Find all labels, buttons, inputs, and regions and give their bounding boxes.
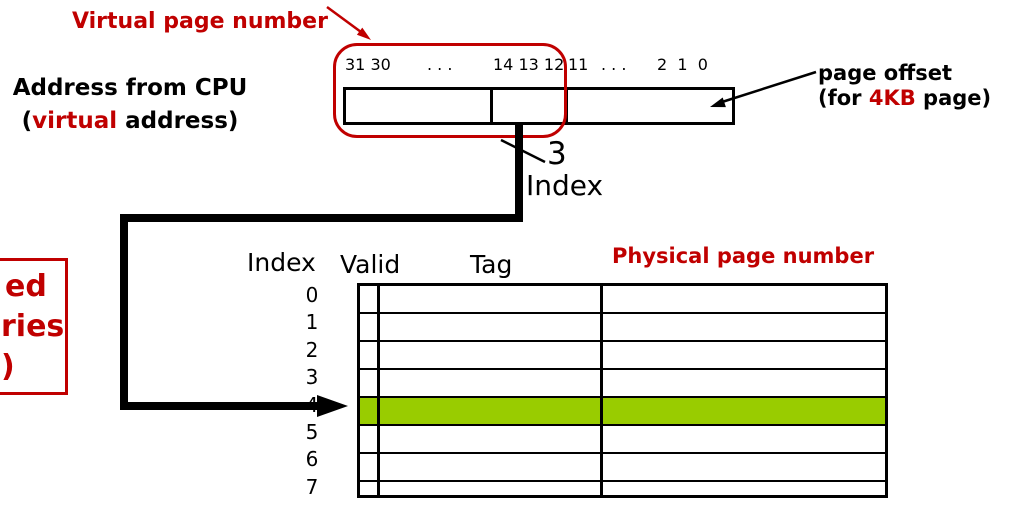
field-divider-high — [490, 90, 493, 122]
tag-cell — [380, 314, 603, 340]
cpu-address-line1: Address from CPU — [12, 75, 248, 101]
row-index-label-2: 2 — [305, 337, 319, 362]
cpu-address-caption: Address from CPU (virtual address) — [8, 72, 252, 138]
page-size-emph: 4KB — [868, 86, 916, 110]
tag-cell — [380, 286, 603, 312]
table-header-valid: Valid — [340, 250, 401, 279]
row-index-label-7: 7 — [305, 474, 319, 499]
tag-cell — [380, 482, 603, 495]
cpu-address-line2: (virtual address) — [21, 108, 239, 134]
valid-cell — [360, 370, 380, 396]
row-index-label-0: 0 — [305, 283, 319, 307]
tag-cell — [380, 454, 603, 480]
row-index-label-5: 5 — [305, 420, 319, 444]
table-header-physical-page-number: Physical page number — [612, 244, 875, 268]
page-table — [357, 283, 888, 498]
ppn-cell — [603, 454, 885, 480]
clipped-note-line2: ries — [1, 309, 65, 344]
vpn-highlight-outline — [333, 43, 567, 138]
clipped-note-line1: ed — [5, 269, 47, 304]
virtual-emph: virtual — [32, 108, 118, 134]
tag-cell — [380, 370, 603, 396]
index-tap-label: Index — [526, 169, 604, 202]
valid-cell — [360, 286, 380, 312]
tag-cell — [380, 398, 603, 424]
page-table-row-7 — [360, 482, 885, 495]
page-table-row-3 — [360, 370, 885, 398]
tag-cell — [380, 342, 603, 368]
clipped-note-box: ed ries ) — [0, 258, 68, 395]
ppn-cell — [603, 314, 885, 340]
table-header-tag: Tag — [470, 250, 513, 279]
page-table-row-4 — [360, 398, 885, 426]
row-index-label-6: 6 — [305, 447, 319, 472]
valid-cell — [360, 482, 380, 495]
valid-cell — [360, 314, 380, 340]
valid-cell — [360, 426, 380, 452]
row-index-label-1: 1 — [305, 310, 319, 335]
page-offset-line1: page offset — [818, 61, 953, 85]
page-table-row-6 — [360, 454, 885, 482]
bus-width-label: 3 — [547, 136, 567, 172]
page-table-row-1 — [360, 314, 885, 342]
valid-cell — [360, 398, 380, 424]
page-offset-caption: page offset (for 4KB page) — [818, 61, 991, 111]
page-table-row-0 — [360, 286, 885, 314]
clipped-note-line3: ) — [1, 349, 15, 384]
ppn-cell — [603, 342, 885, 368]
virtual-address-box — [343, 87, 735, 125]
ppn-cell — [603, 398, 885, 424]
valid-cell — [360, 454, 380, 480]
ppn-cell — [603, 286, 885, 312]
bus-width-slash — [500, 138, 546, 164]
ppn-cell — [603, 482, 885, 495]
bit-label-dots-high: . . . — [427, 55, 453, 74]
page-offset-line2: (for 4KB page) — [818, 86, 992, 110]
vpn-callout-label: Virtual page number — [72, 9, 328, 34]
row-index-label-3: 3 — [305, 365, 319, 390]
ppn-cell — [603, 370, 885, 396]
row-index-label-4: 4 — [305, 392, 319, 417]
bit-label-11: 11 — [568, 55, 589, 74]
ppn-cell — [603, 426, 885, 452]
bit-label-dots-low: . . . — [601, 55, 627, 74]
bit-label-2-1-0: 2 1 0 — [657, 55, 708, 74]
page-table-row-5 — [360, 426, 885, 454]
valid-cell — [360, 342, 380, 368]
vpn-callout-arrow — [326, 5, 371, 40]
tag-cell — [380, 426, 603, 452]
page-table-row-2 — [360, 342, 885, 370]
